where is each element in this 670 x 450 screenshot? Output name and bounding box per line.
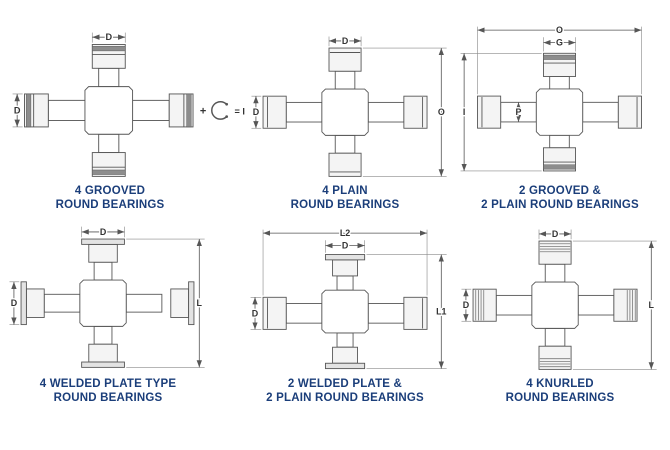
plus-sign: + [200,105,206,117]
snap-ring-end [225,102,229,106]
ujoint-cross-drawing [24,44,194,177]
dim-label-top-inner: D [342,241,349,251]
snap-ring-icon [211,101,228,120]
dim-label-left: D [14,105,21,115]
dim-label-right: L [649,300,655,310]
caption-line1: 4 KNURLED [526,378,594,390]
dim-label-ring-equals: = I [235,106,245,116]
caption-line2: ROUND BEARINGS [55,199,165,211]
dimension-annotations: D D L [461,228,657,370]
caption-4-knurled: 4 KNURLED ROUND BEARINGS [506,377,615,405]
caption-line2: ROUND BEARINGS [505,392,615,404]
caption-line1: 2 WELDED PLATE & [287,378,403,390]
diagram-4-plain-round-bearings: D D O [251,35,447,177]
dim-label-left: D [463,300,470,310]
caption-line2: 2 PLAIN ROUND BEARINGS [481,199,639,211]
ujoint-cross-drawing [20,238,195,368]
ujoint-cross-drawing [477,52,642,172]
dim-label-top: L2 [340,228,350,238]
caption-line2: ROUND BEARINGS [53,392,163,404]
caption-line2: 2 PLAIN ROUND BEARINGS [266,392,424,404]
knurl-texture [475,243,636,368]
dim-label-top-inner: G [556,38,563,48]
ujoint-cross-drawing [262,47,428,177]
caption-line1: 4 GROOVED [74,185,146,197]
caption-4-grooved: 4 GROOVED ROUND BEARINGS [56,184,165,212]
dimension-annotations: L2 D D L1 [250,227,448,369]
dim-label-top: D [100,227,107,237]
dim-label-left: D [11,298,18,308]
caption-line1: 4 PLAIN [322,185,368,197]
caption-4-plain: 4 PLAIN ROUND BEARINGS [291,184,400,212]
caption-4-welded-plate: 4 WELDED PLATE TYPE ROUND BEARINGS [40,377,177,405]
caption-2-grooved-2-plain: 2 GROOVED & 2 PLAIN ROUND BEARINGS [481,184,639,212]
diagram-2-welded-plate-2-plain-round-bearings: L2 D D L1 [250,227,448,370]
dim-label-top: D [105,32,112,42]
diagram-2-grooved-2-plain-round-bearings: O G P I [460,24,642,172]
dimension-annotations: D D + = I [12,31,246,128]
dimension-annotations: D D L [9,226,205,368]
caption-line2: ROUND BEARINGS [290,199,400,211]
ujoint-cross-drawing [472,240,638,370]
dimension-annotations: O G P I [460,24,642,172]
dim-label-top: O [556,25,563,35]
diagram-4-welded-plate-round-bearings: D D L [9,226,205,368]
dim-label-right: L [197,298,203,308]
dim-label-center: P [516,107,522,117]
dim-label-top: D [342,36,349,46]
diagram-4-grooved-round-bearings: D D + = I [12,31,246,177]
dim-label-left: D [252,308,259,318]
diagram-4-knurled-round-bearings: D D L [461,228,657,370]
dim-label-right: O [438,107,445,117]
dimension-annotations: D D O [251,35,447,177]
ujoint-cross-drawing [262,254,428,370]
dim-label-top: D [552,229,559,239]
dim-label-left: D [253,107,260,117]
snap-ring-end [225,115,229,118]
caption-line1: 4 WELDED PLATE TYPE [39,378,177,390]
caption-line1: 2 GROOVED & [518,185,602,197]
caption-2-welded-2-plain: 2 WELDED PLATE & 2 PLAIN ROUND BEARINGS [266,377,424,405]
dim-label-left: I [463,107,465,117]
dim-label-right: L1 [436,307,446,317]
